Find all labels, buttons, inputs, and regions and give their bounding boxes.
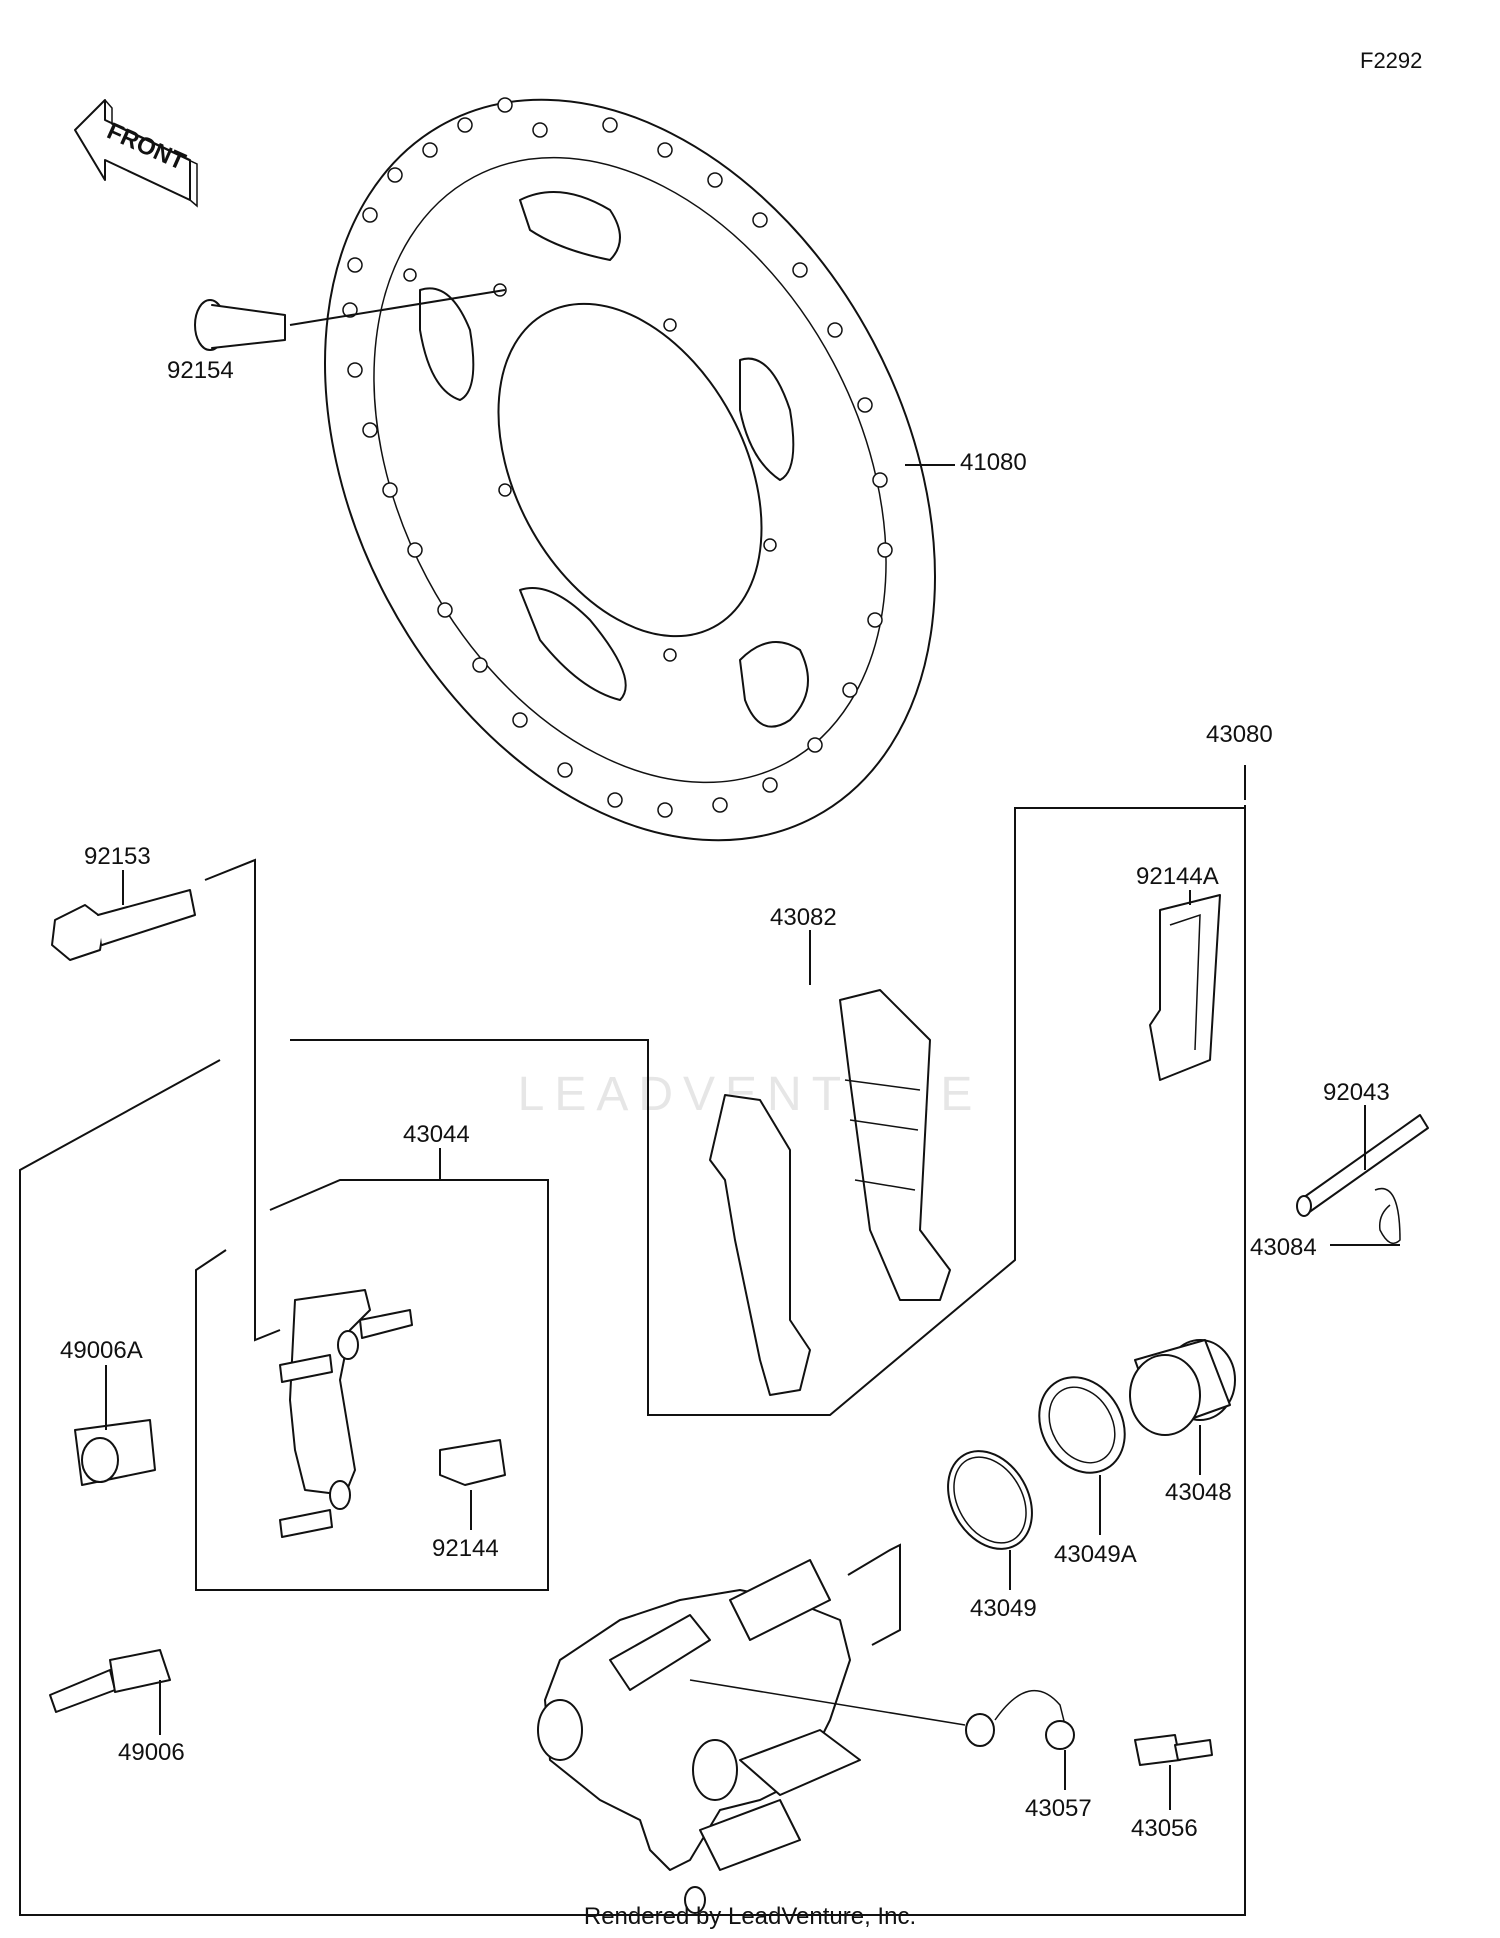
- brake-disc-41080: [324, 97, 936, 842]
- label-43048: 43048: [1165, 1479, 1232, 1506]
- label-43044: 43044: [403, 1121, 470, 1148]
- caliper-bracket-43044: [279, 1289, 413, 1538]
- label-43082: 43082: [770, 904, 837, 931]
- bleeder-valve-43056: [1134, 1734, 1213, 1766]
- boot-49006: [49, 1649, 171, 1713]
- label-41080: 41080: [960, 449, 1027, 476]
- label-92153: 92153: [84, 843, 151, 870]
- footer-credit: Rendered by LeadVenture, Inc.: [583, 1903, 917, 1930]
- label-43049a: 43049A: [1054, 1541, 1137, 1568]
- label-43080: 43080: [1206, 721, 1273, 748]
- seal-43049a: [1038, 1376, 1126, 1474]
- boot-49006a: [74, 1419, 156, 1486]
- bolt-92154: [194, 289, 506, 351]
- seal-43049: [947, 1450, 1033, 1550]
- front-arrow-icon: FRONT: [74, 99, 198, 208]
- pad-spring-92144a: [1149, 894, 1221, 1081]
- label-43084: 43084: [1250, 1234, 1317, 1261]
- label-49006a: 49006A: [60, 1337, 143, 1364]
- spring-92144: [439, 1439, 506, 1486]
- diagram-code: F2292: [1360, 48, 1422, 73]
- pin-92043: [1296, 1114, 1429, 1217]
- piston-43048: [1129, 1339, 1236, 1436]
- label-43057: 43057: [1025, 1795, 1092, 1822]
- label-92154: 92154: [167, 357, 234, 384]
- label-43049: 43049: [970, 1595, 1037, 1622]
- clip-43084: [1374, 1187, 1401, 1245]
- label-92043: 92043: [1323, 1079, 1390, 1106]
- caliper-body: [537, 1559, 861, 1914]
- label-92144a: 92144A: [1136, 863, 1219, 890]
- brake-pads-43082: [709, 989, 951, 1396]
- label-49006: 49006: [118, 1739, 185, 1766]
- bolt-92153: [51, 858, 281, 1342]
- label-43056: 43056: [1131, 1815, 1198, 1842]
- label-92144: 92144: [432, 1535, 499, 1562]
- bleeder-cap-43057: [689, 1679, 1075, 1750]
